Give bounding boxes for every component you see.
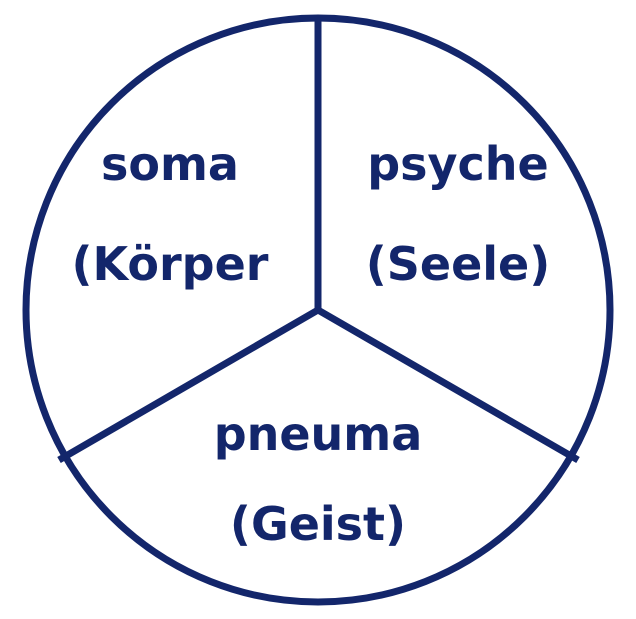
soma-label: soma (101, 137, 239, 191)
divider-right (316, 306, 580, 464)
soma-translation: (Körper (72, 237, 269, 291)
psyche-translation: (Seele) (366, 237, 551, 291)
divider-left (57, 306, 320, 464)
pneuma-translation: (Geist) (230, 497, 406, 551)
psyche-label: psyche (367, 137, 549, 191)
pneuma-label: pneuma (214, 407, 423, 461)
